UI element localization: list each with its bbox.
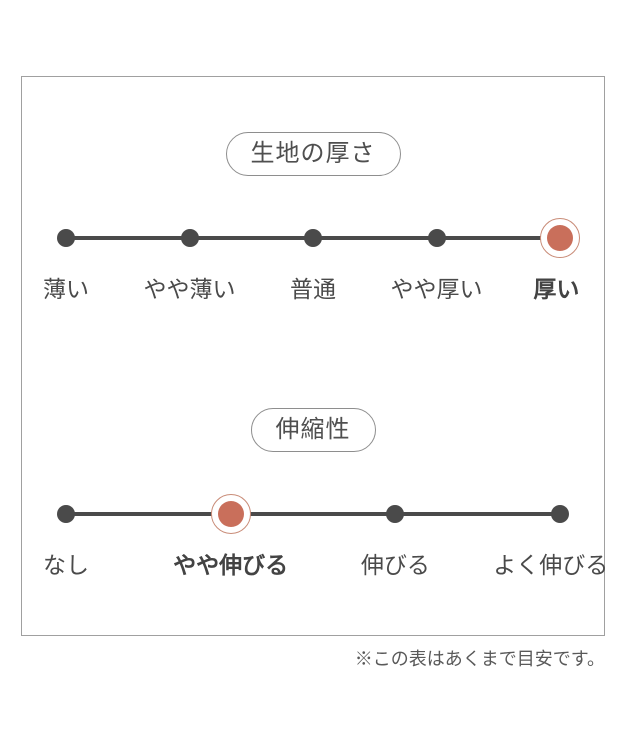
scale-track	[57, 494, 569, 534]
scale-dot	[386, 505, 405, 523]
selected-dot-core	[547, 225, 573, 251]
scale-labels: なし やや伸びる 伸びる よく伸びる	[43, 551, 608, 579]
scale-title-pill: 生地の厚さ	[225, 132, 401, 176]
rating-scale: 生地の厚さ 薄い やや薄い 普通 やや厚い 厚い	[22, 132, 604, 303]
scale-label: なし	[43, 552, 89, 578]
spec-chart-box: 生地の厚さ 薄い やや薄い 普通 やや厚い 厚い 伸縮性 なし やや伸びる 伸びる よく伸びる	[21, 76, 608, 636]
selected-dot-core	[217, 501, 244, 527]
scale-label: やや伸びる	[173, 552, 289, 578]
scale-label: 伸びる	[360, 552, 430, 578]
scale-labels: 薄い やや薄い 普通 やや厚い 厚い	[43, 275, 579, 303]
rating-scale: 伸縮性 なし やや伸びる 伸びる よく伸びる	[22, 408, 608, 579]
scale-dot	[304, 229, 322, 247]
selected-marker	[540, 218, 580, 258]
scale-title: 生地の厚さ	[250, 140, 376, 167]
scale-dot	[57, 505, 75, 523]
scale-title: 伸縮性	[275, 416, 351, 443]
scale-track	[57, 218, 580, 258]
scale-label: やや薄い	[143, 276, 236, 302]
scale-label: 薄い	[43, 276, 89, 302]
scale-dot	[551, 505, 569, 523]
selected-marker	[210, 494, 251, 534]
scale-dot	[57, 229, 75, 247]
scale-label: やや厚い	[390, 276, 483, 302]
scale-title-pill: 伸縮性	[250, 408, 376, 452]
scale-dot	[180, 229, 199, 247]
scale-label: よく伸びる	[493, 552, 609, 578]
scale-label: 普通	[290, 276, 336, 302]
disclaimer-note: ※この表はあくまで目安です。	[354, 649, 605, 669]
scale-label: 厚い	[533, 276, 580, 302]
scale-dot	[427, 229, 446, 247]
